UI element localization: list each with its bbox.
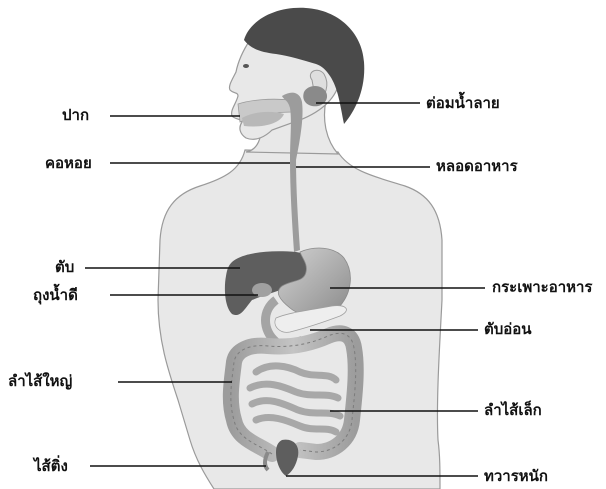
label-salivary-gland: ต่อมน้ำลาย bbox=[426, 94, 500, 112]
label-esophagus: หลอดอาหาร bbox=[436, 157, 518, 175]
label-large-intestine: ลำไส้ใหญ่ bbox=[8, 372, 72, 390]
eye bbox=[243, 64, 249, 68]
label-stomach: กระเพาะอาหาร bbox=[492, 278, 593, 296]
label-liver: ตับ bbox=[55, 258, 74, 276]
label-appendix: ไส้ติ่ง bbox=[34, 457, 68, 475]
label-mouth: ปาก bbox=[62, 106, 89, 124]
label-anus: ทวารหนัก bbox=[484, 467, 548, 485]
label-small-intestine: ลำไส้เล็ก bbox=[484, 401, 542, 419]
label-throat: คอหอย bbox=[45, 154, 92, 172]
label-gallbladder: ถุงน้ำดี bbox=[33, 286, 78, 304]
label-pancreas: ตับอ่อน bbox=[484, 320, 532, 338]
